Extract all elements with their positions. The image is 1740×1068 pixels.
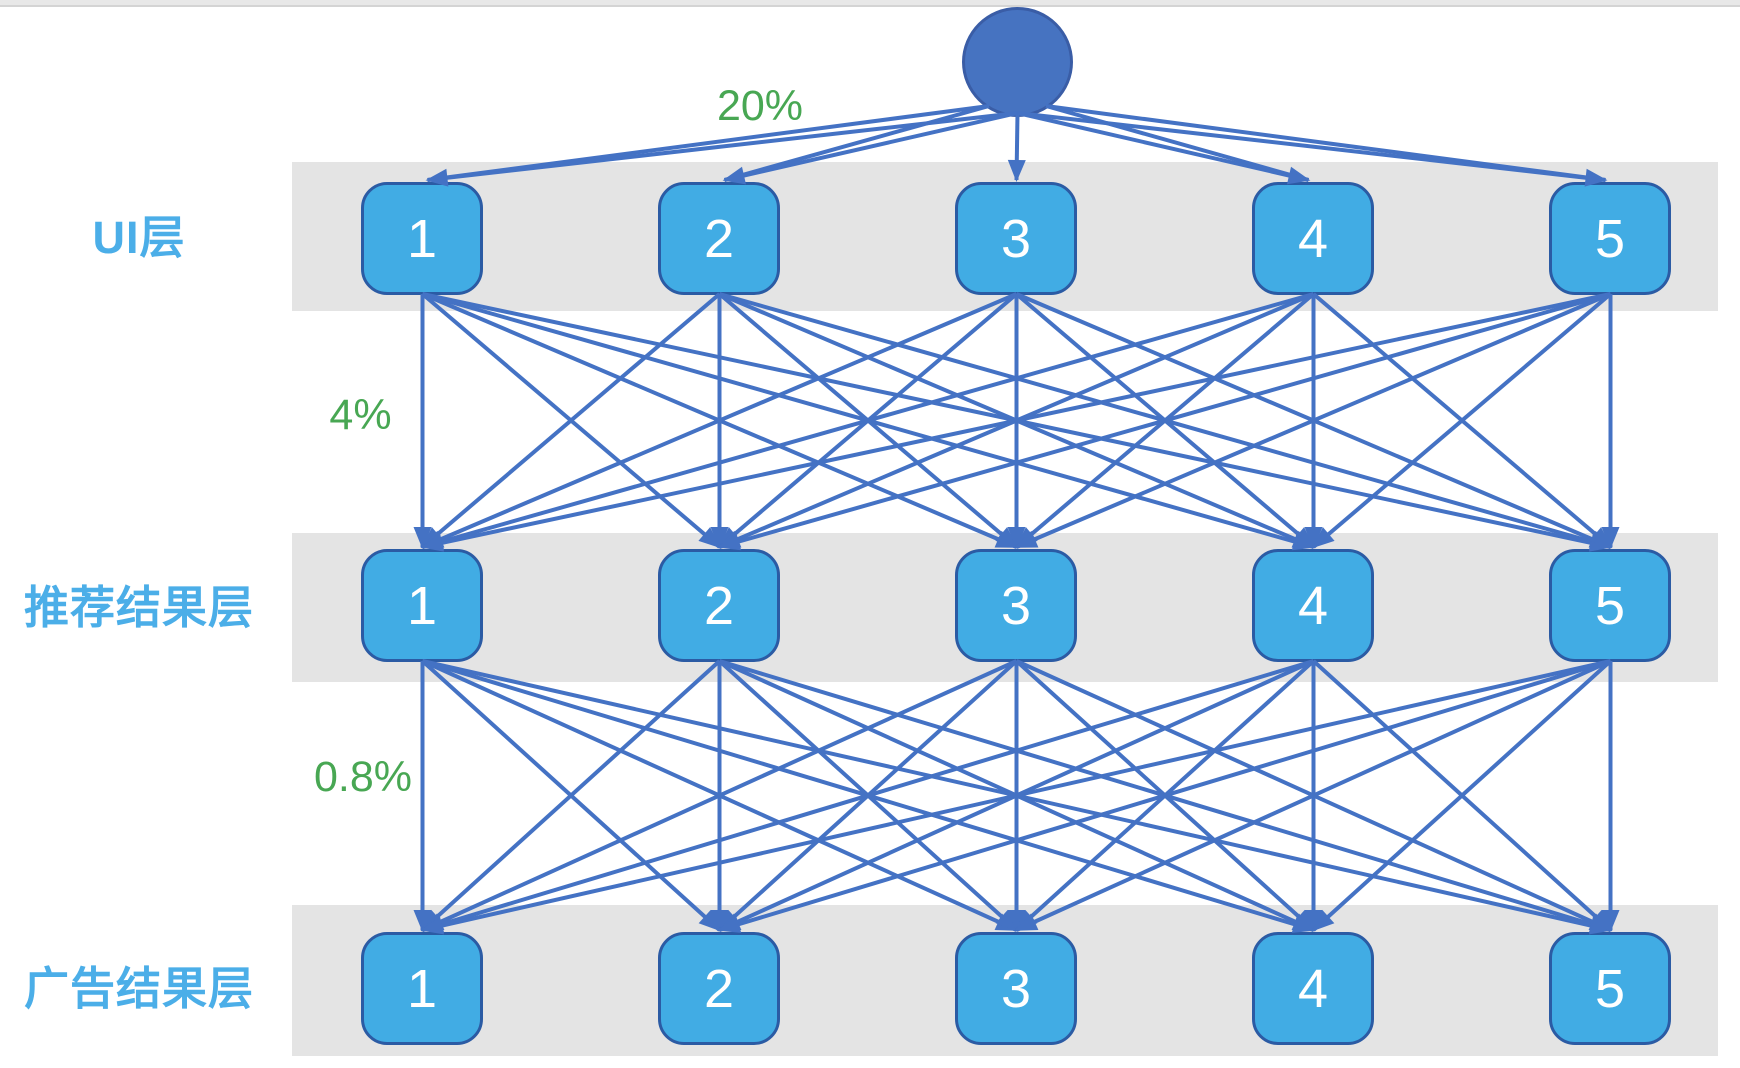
edge bbox=[718, 659, 1018, 932]
edge bbox=[717, 292, 1315, 549]
edge bbox=[421, 292, 1316, 551]
edge bbox=[1015, 659, 1315, 932]
node-ui-4: 4 bbox=[1252, 182, 1374, 295]
node-ui-1: 1 bbox=[361, 182, 483, 295]
ui-to-rec-percentage: 4% bbox=[329, 391, 392, 439]
edge bbox=[718, 292, 1613, 551]
ad-layer-label: 广告结果层 bbox=[23, 963, 254, 1014]
edge bbox=[718, 659, 1018, 932]
edge bbox=[420, 659, 1315, 933]
edge bbox=[717, 659, 1612, 933]
edge bbox=[718, 292, 1019, 549]
edge bbox=[1015, 292, 1316, 549]
edge bbox=[717, 659, 1315, 932]
edge bbox=[422, 659, 1613, 935]
node-ad-3: 3 bbox=[955, 932, 1077, 1045]
rec-layer-label: 推荐结果层 bbox=[23, 582, 254, 633]
edge bbox=[421, 292, 722, 549]
edge bbox=[421, 659, 1316, 933]
rec-to-ad-percentage: 0.8% bbox=[313, 753, 412, 801]
edge bbox=[420, 292, 1611, 552]
node-ad-1: 1 bbox=[361, 932, 483, 1045]
node-ad-2: 2 bbox=[658, 932, 780, 1045]
node-ad-4: 4 bbox=[1252, 932, 1374, 1045]
edge bbox=[718, 292, 1316, 549]
edge bbox=[1312, 659, 1612, 932]
edge bbox=[1312, 659, 1612, 932]
edge bbox=[421, 659, 1019, 932]
edge bbox=[421, 292, 1019, 549]
edge bbox=[1015, 659, 1613, 932]
edge bbox=[1014, 292, 1612, 549]
node-ui-2: 2 bbox=[658, 182, 780, 295]
edge bbox=[717, 292, 1612, 551]
node-rec-4: 4 bbox=[1252, 549, 1374, 662]
edge bbox=[421, 659, 721, 932]
node-rec-2: 2 bbox=[658, 549, 780, 662]
edge bbox=[421, 659, 721, 932]
edge bbox=[420, 292, 721, 549]
top-border-strip bbox=[0, 0, 1740, 7]
edge bbox=[718, 659, 1316, 932]
edge bbox=[1014, 659, 1612, 932]
edge bbox=[422, 292, 1613, 552]
node-rec-3: 3 bbox=[955, 549, 1077, 662]
edge bbox=[717, 292, 1018, 549]
edge bbox=[1015, 659, 1315, 932]
node-rec-1: 1 bbox=[361, 549, 483, 662]
edge bbox=[718, 659, 1613, 933]
root-node bbox=[962, 7, 1073, 117]
edge bbox=[420, 292, 1018, 549]
node-ui-5: 5 bbox=[1549, 182, 1671, 295]
ui-layer-label: UI层 bbox=[92, 212, 186, 263]
edge bbox=[1015, 292, 1613, 549]
node-rec-5: 5 bbox=[1549, 549, 1671, 662]
node-ad-5: 5 bbox=[1549, 932, 1671, 1045]
edge bbox=[420, 292, 1315, 551]
edge bbox=[420, 659, 1611, 935]
edge bbox=[1312, 292, 1613, 549]
edge bbox=[1311, 292, 1612, 549]
node-ui-3: 3 bbox=[955, 182, 1077, 295]
root-to-ui-percentage: 20% bbox=[716, 82, 804, 130]
edge bbox=[420, 659, 1018, 932]
edge bbox=[1014, 292, 1315, 549]
